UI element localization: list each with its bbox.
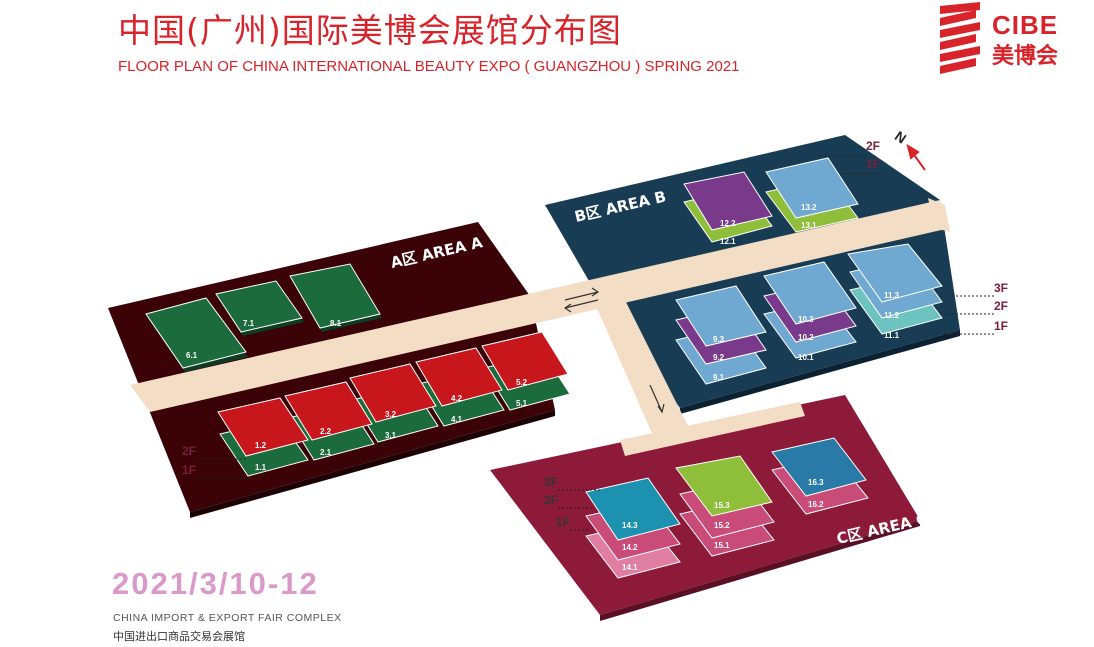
hall-10-2[interactable]: 10.2 (798, 333, 814, 342)
hall-12-1[interactable]: 12.1 (720, 237, 736, 246)
venue-name-cn: 中国进出口商品交易会展馆 (113, 630, 245, 643)
hall-3-1[interactable]: 3.1 (385, 431, 397, 440)
cibe-logo-icon (940, 2, 980, 74)
hall-7-1[interactable]: 7.1 (243, 319, 255, 328)
floor-3f-area-b: 3F (994, 281, 1008, 295)
hall-10-3[interactable]: 10.3 (798, 315, 814, 324)
hall-14-3[interactable]: 14.3 (622, 521, 638, 530)
hall-2-2[interactable]: 2.2 (320, 427, 332, 436)
area-a-platform-edge (190, 410, 555, 518)
area-b-platform-edge (680, 330, 960, 414)
hall-14-2[interactable]: 14.2 (622, 543, 638, 552)
hall-1-1[interactable]: 1.1 (255, 463, 267, 472)
hall-5-1[interactable]: 5.1 (516, 399, 528, 408)
hall-15-3[interactable]: 15.3 (714, 501, 730, 510)
hall-3-2[interactable]: 3.2 (385, 410, 397, 419)
hall-10-1[interactable]: 10.1 (798, 353, 814, 362)
floor-3f-area-c: 3F (544, 475, 558, 489)
walkway-end-right (928, 198, 950, 232)
hall-6-1[interactable]: 6.1 (186, 351, 198, 360)
venue-name-en: CHINA IMPORT & EXPORT FAIR COMPLEX (113, 612, 342, 624)
floor-1f-area-a: 1F (182, 463, 196, 477)
hall-13-1[interactable]: 13.1 (801, 221, 817, 230)
floor-2f-area-b2: 2F (994, 299, 1008, 313)
floor-1f-area-b2: 1F (994, 319, 1008, 333)
hall-11-3[interactable]: 11.3 (884, 291, 900, 300)
hall-13-2[interactable]: 13.2 (801, 203, 817, 212)
walkway-c (620, 402, 805, 456)
hall-4-1[interactable]: 4.1 (451, 415, 463, 424)
hall-5-2[interactable]: 5.2 (516, 378, 528, 387)
hall-8-1[interactable]: 8.1 (330, 319, 342, 328)
hall-16-2[interactable]: 16.2 (808, 500, 824, 509)
hall-11-2[interactable]: 11.2 (884, 311, 900, 320)
hall-9-3[interactable]: 9.3 (713, 335, 725, 344)
walkway-connector (596, 300, 690, 440)
hall-9-2[interactable]: 9.2 (713, 353, 725, 362)
hall-11-1[interactable]: 11.1 (884, 331, 900, 340)
floor-2f-area-c: 2F (544, 493, 558, 507)
floor-2f-area-a: 2F (182, 444, 196, 458)
page-subtitle: FLOOR PLAN OF CHINA INTERNATIONAL BEAUTY… (118, 58, 740, 75)
logo-text-cn: 美博会 (992, 44, 1059, 69)
walkway-arrow-icon (563, 287, 665, 414)
logo-text-en: CIBE (992, 10, 1059, 40)
floor-2f-area-b: 2F (866, 139, 880, 153)
hall-14-1[interactable]: 14.1 (622, 563, 638, 572)
compass-arrow-icon (906, 143, 926, 171)
hall-1-2[interactable]: 1.2 (255, 441, 267, 450)
hall-15-1[interactable]: 15.1 (714, 541, 730, 550)
event-date: 2021/3/10-12 (112, 566, 319, 601)
area-c-platform-edge (600, 520, 920, 621)
floor-1f-area-c: 1F (556, 515, 570, 529)
hall-4-2[interactable]: 4.2 (451, 394, 463, 403)
compass-label: N (892, 128, 909, 147)
hall-9-1[interactable]: 9.1 (713, 373, 725, 382)
hall-16-3[interactable]: 16.3 (808, 478, 824, 487)
hall-15-2[interactable]: 15.2 (714, 521, 730, 530)
hall-2-1[interactable]: 2.1 (320, 448, 332, 457)
floor-1f-area-b: 1F (866, 157, 880, 171)
hall-12-2[interactable]: 12.2 (720, 219, 736, 228)
walkway-a (130, 200, 950, 412)
page-title: 中国(广州)国际美博会展馆分布图 (118, 11, 622, 50)
